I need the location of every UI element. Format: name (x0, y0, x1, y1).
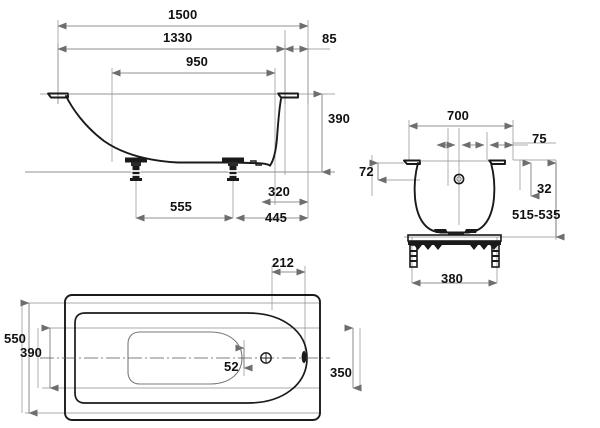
bathtub-cross-section-profile (403, 159, 506, 234)
dim-label-overall-width-plan: 550 (4, 331, 26, 346)
dim-label-drain-offset: 320 (268, 184, 290, 199)
dim-label-total-height-range: 515-535 (512, 207, 561, 222)
plan-extension-lines (21, 266, 361, 414)
dim-label-rim-inset: 75 (532, 131, 547, 146)
support-foot-left (125, 157, 147, 181)
overflow-slot-icon (301, 351, 307, 363)
dim-label-overall-width: 700 (447, 108, 469, 123)
support-foot-right (222, 157, 244, 181)
dim-label-inner-length: 1330 (163, 30, 193, 45)
dim-label-foot-spacing: 555 (170, 199, 192, 214)
overflow-notch-side (250, 160, 262, 166)
plan-bath-floor (127, 331, 243, 385)
dim-label-overflow-offset: 350 (330, 365, 352, 380)
dim-label-overflow-height: 32 (537, 181, 552, 196)
plan-outer-rim (64, 294, 321, 421)
dim-label-foot-to-end: 445 (265, 210, 287, 225)
dim-label-rim-height: 72 (359, 164, 374, 179)
dim-label-drain-center-offset: 212 (272, 255, 294, 270)
support-frame (407, 234, 502, 268)
side-elevation-group (25, 20, 335, 222)
dim-label-plughole-dia: 52 (224, 359, 239, 374)
plan-inner-bowl (74, 312, 308, 404)
dim-label-tub-depth: 390 (328, 111, 350, 126)
cross-section-group (369, 120, 565, 287)
drain-hole-icon (260, 352, 272, 364)
dim-label-frame-width: 380 (441, 271, 463, 286)
dim-label-end-offset: 85 (322, 31, 337, 46)
dim-label-top-span: 950 (186, 54, 208, 69)
bathtub-side-profile (47, 92, 299, 167)
dim-label-inner-width-plan: 390 (20, 345, 42, 360)
plan-view-group (20, 266, 362, 421)
overflow-hole-inner-icon (456, 176, 462, 182)
dim-label-overall-length: 1500 (168, 7, 198, 22)
overflow-hole-icon (453, 173, 465, 185)
